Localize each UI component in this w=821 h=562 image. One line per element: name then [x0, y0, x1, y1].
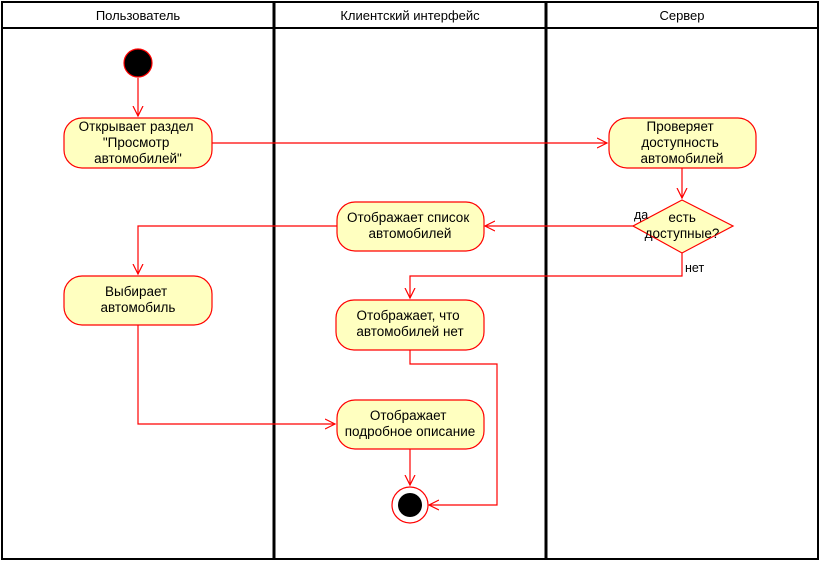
decision-line-2: доступные? [645, 226, 720, 241]
node-choose-car-line-2: автомобиль [101, 300, 176, 315]
svg-text:Проверяет доступность: Проверяет доступность автомобилей [641, 119, 724, 166]
node-open-section-line-2: "Просмотр [103, 135, 169, 150]
svg-text:Открывает раздел "Просмо: Открывает раздел "Просмотр автомобилей" [79, 119, 198, 166]
svg-text:Выбирает автомобиль: Выбирает автомобиль [101, 284, 176, 315]
node-show-none: Отображает, что автомобилей нет [335, 299, 485, 351]
node-check-line-1: Проверяет [647, 119, 714, 134]
decision-node: есть доступные? [631, 199, 735, 254]
node-check-availability: Проверяет доступность автомобилей [608, 117, 757, 169]
node-show-details: Отображает подробное описание [336, 399, 485, 450]
lane-title-server: Сервер [659, 8, 704, 23]
node-choose-car: Выбирает автомобиль [63, 275, 213, 326]
node-show-none-line-1: Отображает, что [357, 308, 460, 323]
node-open-section-line-1: Открывает раздел [79, 119, 194, 134]
node-show-list-line-2: автомобилей [369, 226, 452, 241]
svg-text:есть доступные?: есть доступные? [645, 210, 720, 241]
start-node [123, 48, 153, 78]
svg-text:Отображает подробное опи: Отображает подробное описание [345, 408, 476, 439]
node-show-list: Отображает список автомобилей [336, 201, 485, 252]
node-open-section: Открывает раздел "Просмотр автомобилей" [63, 117, 213, 169]
node-open-section-line-3: автомобилей" [94, 151, 182, 166]
svg-text:Отображает список автомо: Отображает список автомобилей [347, 210, 473, 241]
lane-title-user: Пользователь [96, 8, 181, 23]
node-choose-car-line-1: Выбирает [105, 284, 167, 299]
node-show-none-line-2: автомобилей нет [356, 324, 463, 339]
edge-choose-to-details [137, 325, 335, 424]
node-show-list-line-1: Отображает список [347, 210, 469, 225]
node-show-details-line-1: Отображает [370, 408, 447, 423]
edge-none-to-end [409, 350, 498, 505]
guard-yes-label: да [634, 208, 648, 222]
node-check-line-2: доступность [641, 135, 718, 150]
svg-text:Отображает, что автомоби: Отображает, что автомобилей нет [356, 308, 463, 339]
node-show-details-line-2: подробное описание [345, 424, 476, 439]
decision-line-1: есть [668, 210, 695, 225]
edge-list-to-choose [138, 225, 337, 274]
edge-decision-no-to-none [410, 253, 683, 298]
guard-no-label: нет [685, 261, 704, 275]
lane-title-client: Клиентский интерфейс [340, 8, 480, 23]
end-node [391, 486, 429, 524]
node-check-line-3: автомобилей [641, 151, 724, 166]
